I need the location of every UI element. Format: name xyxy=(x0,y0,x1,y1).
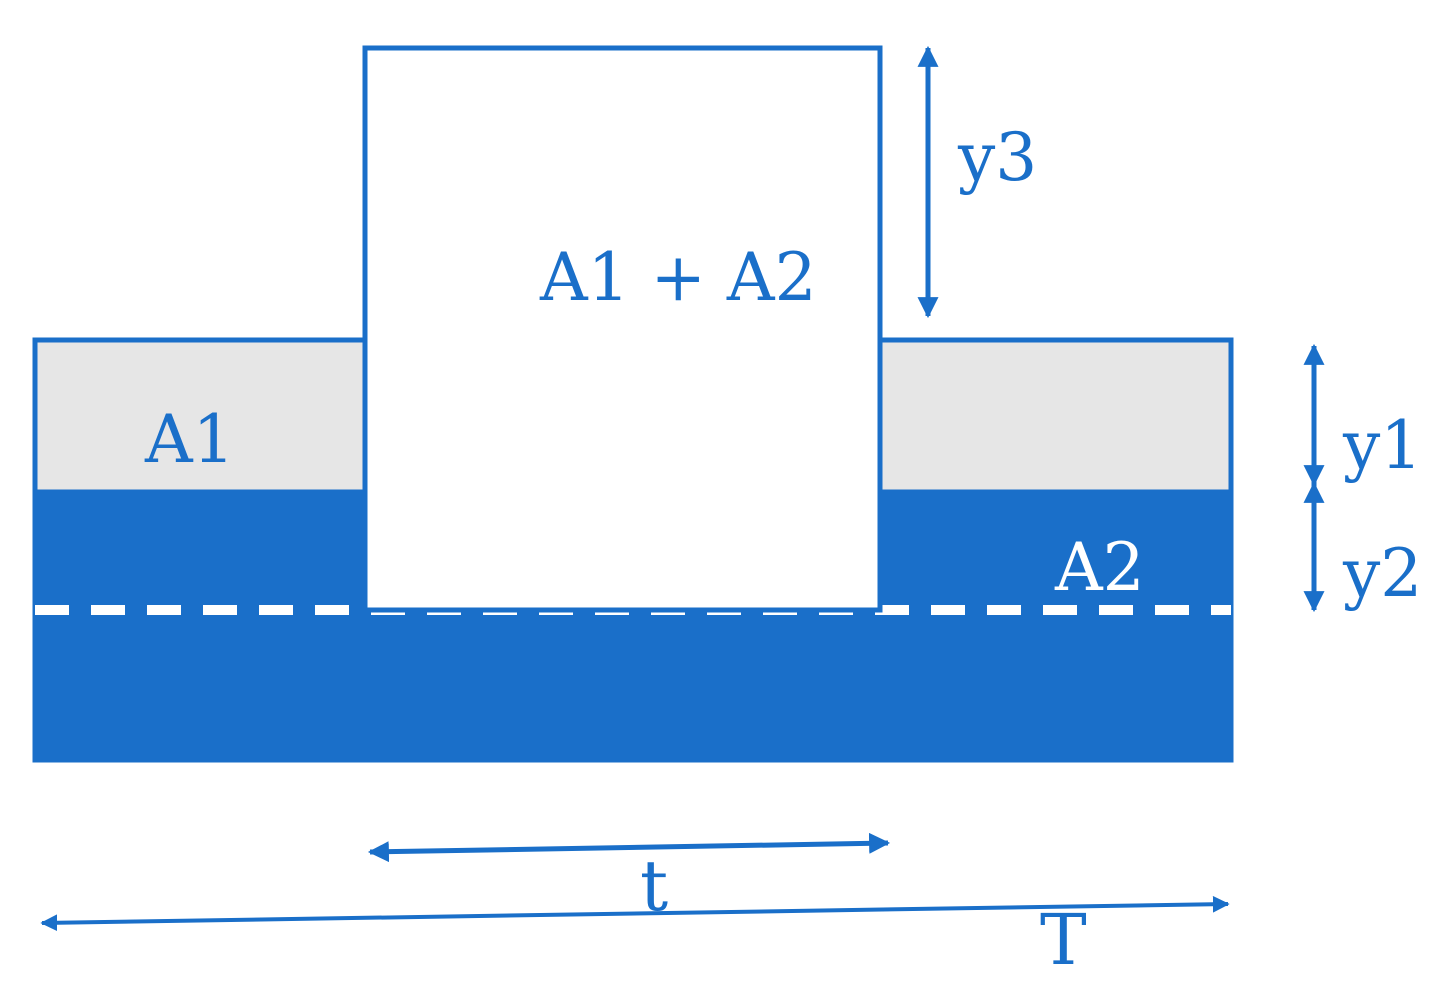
label-y2: y2 xyxy=(1342,535,1422,612)
a1-layer-right xyxy=(877,337,1234,495)
label-a1-plus-a2: A1 + A2 xyxy=(539,239,817,316)
T-dimension-arrow xyxy=(40,895,1230,932)
a2-layer-left xyxy=(35,490,365,610)
center-column xyxy=(362,45,883,613)
label-t-large: T xyxy=(1040,899,1087,981)
bottom-layer xyxy=(35,610,1231,760)
label-y1: y1 xyxy=(1342,407,1422,484)
a2-layer-right xyxy=(880,490,1231,610)
a1-layer-left xyxy=(32,337,368,495)
label-y3: y3 xyxy=(957,119,1037,196)
label-a2: A2 xyxy=(1054,529,1145,606)
t-dimension-arrow xyxy=(367,832,891,863)
label-a1: A1 xyxy=(144,401,235,478)
